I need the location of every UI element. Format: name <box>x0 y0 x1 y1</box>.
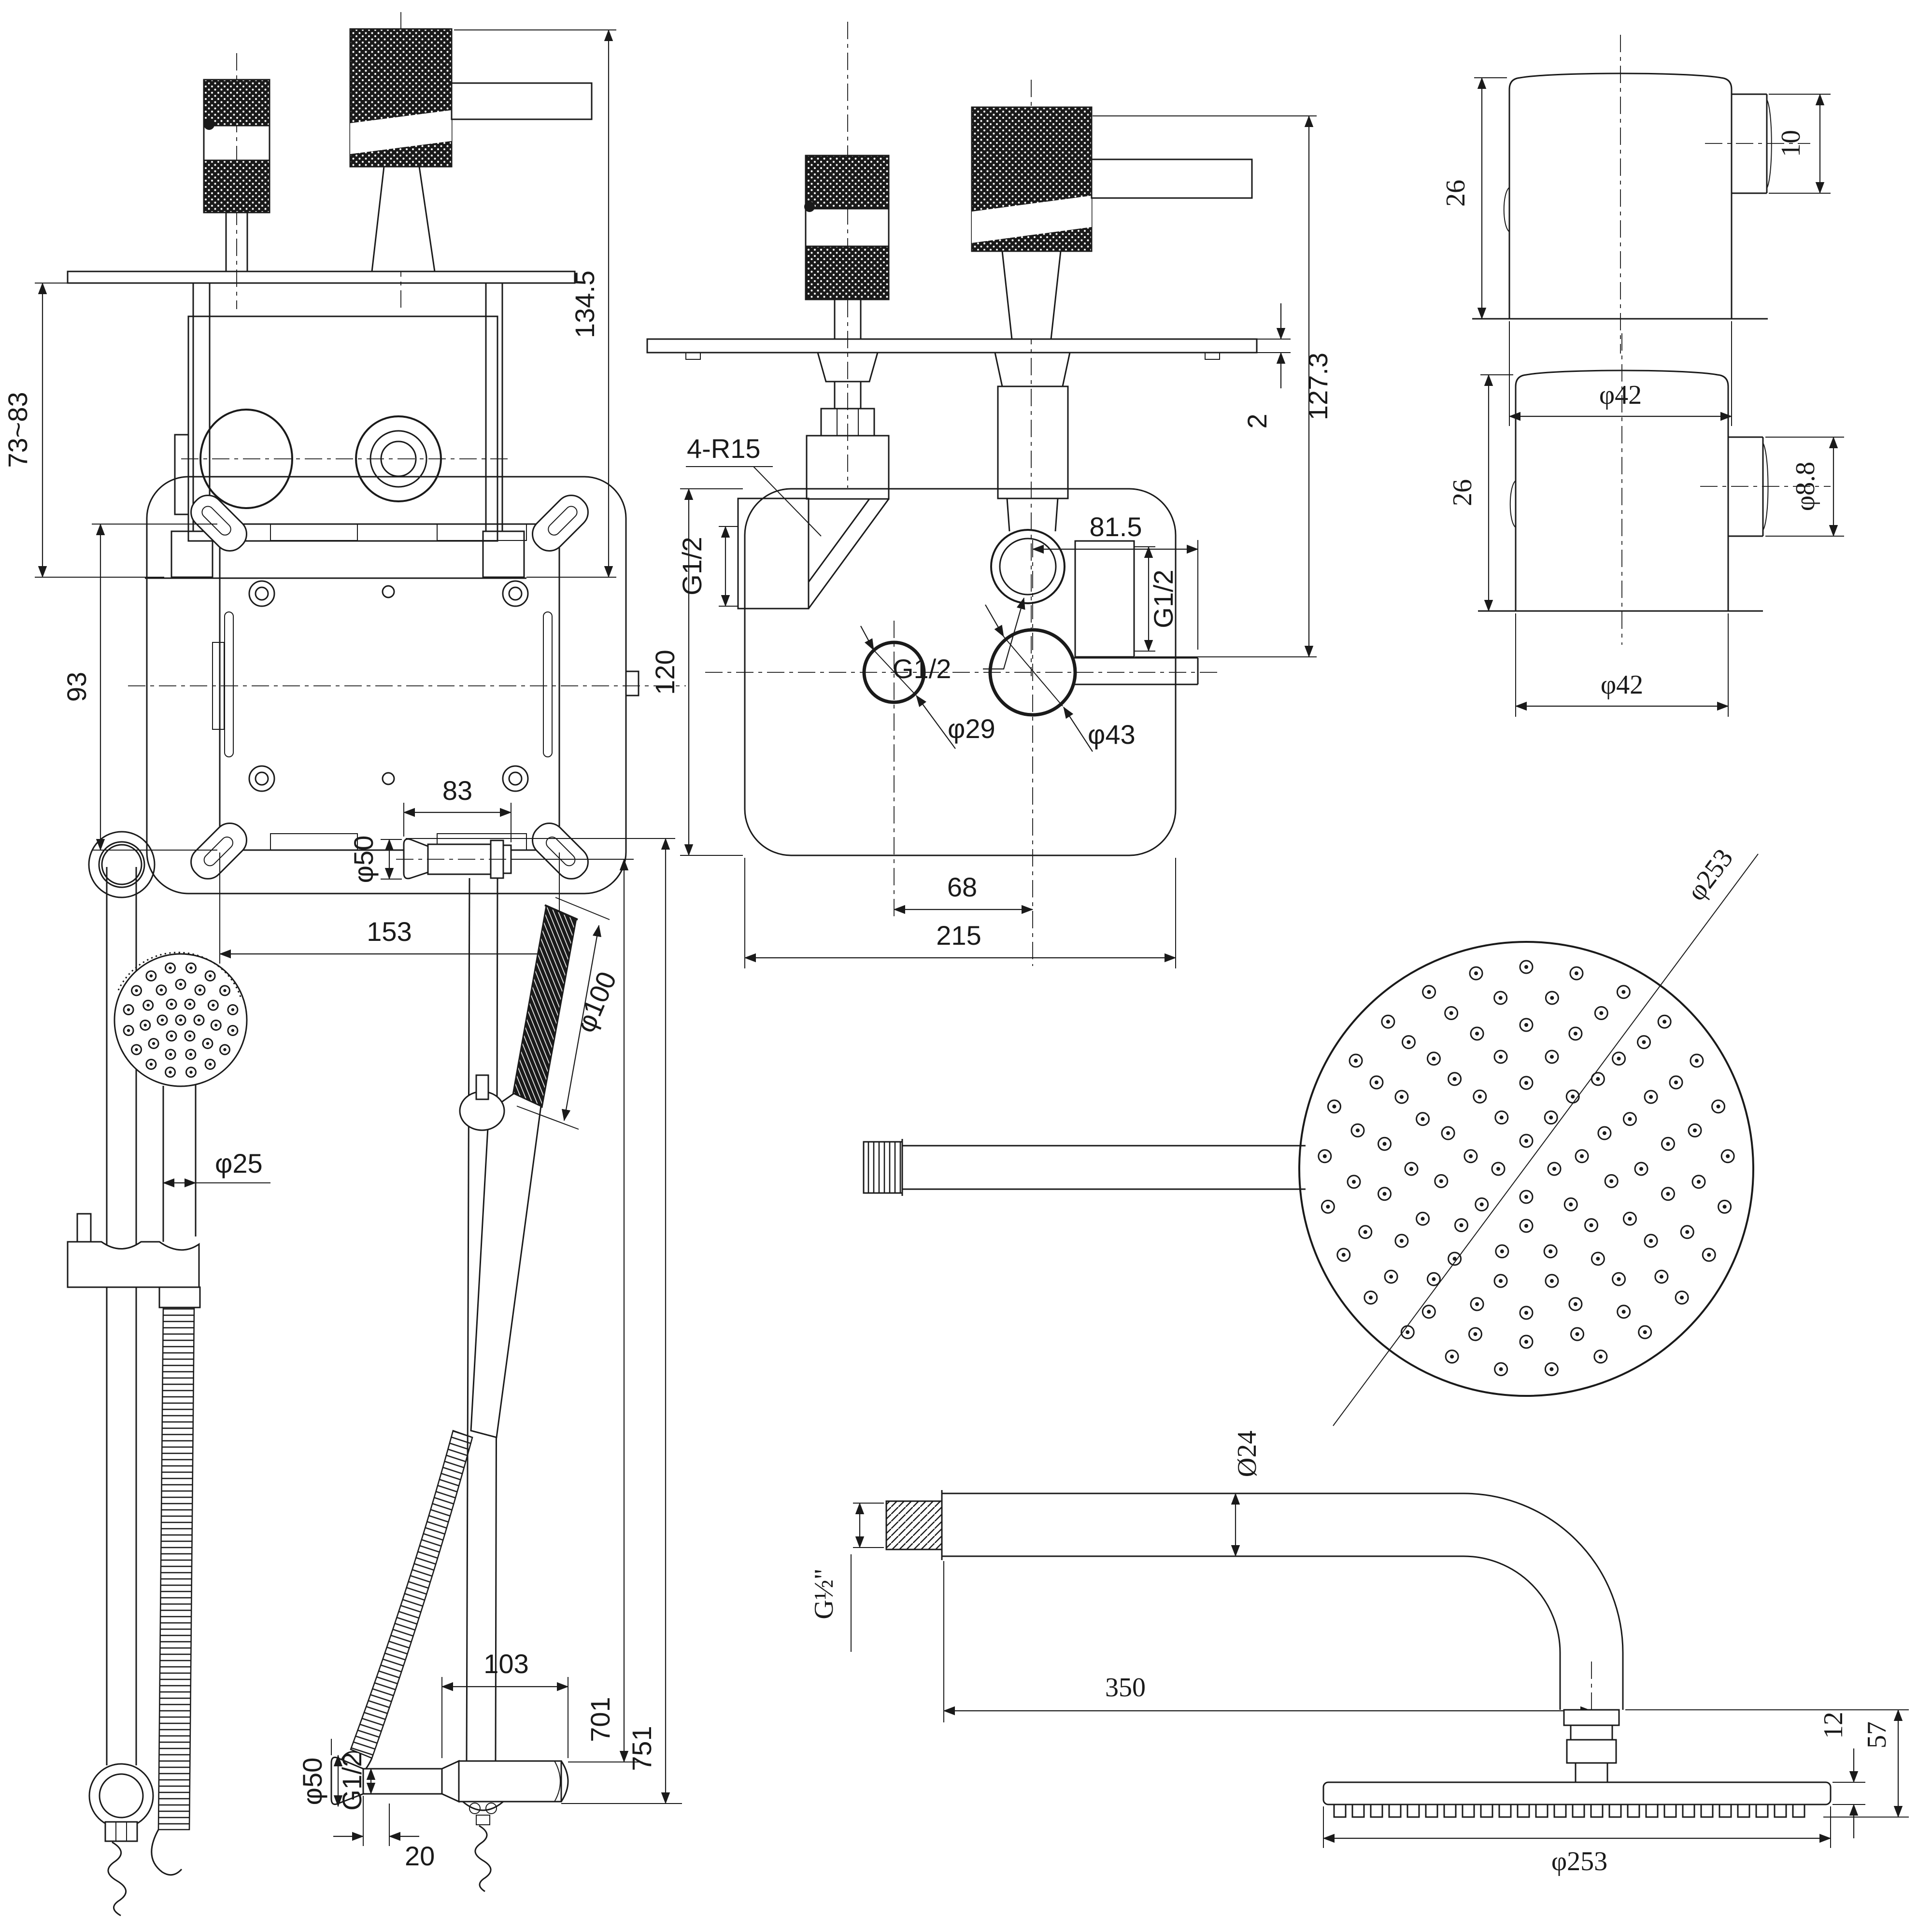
handset-spray-nozzles <box>123 962 239 1078</box>
shower-head-circle <box>1298 941 1754 1397</box>
hose-spring-guard-side <box>474 1825 492 1892</box>
shower-arm-inner <box>942 1555 1561 1710</box>
dim-handset-face: φ100 <box>570 967 623 1037</box>
hose-nut <box>158 1286 201 1308</box>
shower-head-nozzles <box>1318 960 1735 1377</box>
temperature-knob-side <box>805 155 890 210</box>
right-inlet-port <box>1074 540 1135 658</box>
rail-top-bracket-flange <box>403 838 429 880</box>
handle-section-bottom-view: 26 φ8.8 φ42 <box>1448 333 1844 717</box>
handset-spray-band <box>512 905 577 1108</box>
dim-valve-body-height: 73~83 <box>2 392 33 468</box>
hose-spring-guard <box>107 1841 127 1917</box>
side-outlet-stub <box>625 670 639 696</box>
cartridge-port-left <box>199 409 293 509</box>
dim-handle-depth-a: 26 <box>1441 180 1471 207</box>
dim-faceplate-height: 120 <box>650 650 680 695</box>
dim-arm-diameter: Ø24 <box>1232 1431 1262 1477</box>
label-corner-radius: 4-R15 <box>687 433 761 464</box>
dim-valve-side-height: 127.3 <box>1303 353 1333 420</box>
thermostat-body <box>806 435 890 500</box>
dim-head-diameter-top: φ253 <box>1681 843 1739 906</box>
wall-plate <box>67 270 576 284</box>
hose-swivel <box>460 1801 506 1811</box>
dim-top-flange: φ50 <box>348 836 379 883</box>
valve-front-view: 73~83 134.5 <box>2 12 616 579</box>
temperature-knob <box>203 79 270 127</box>
shower-hose-side <box>350 1430 473 1759</box>
label-inlet-left: G1/2 <box>677 537 707 595</box>
dim-thread: G1/2 <box>337 1752 367 1810</box>
dim-head-diameter-side: φ253 <box>1551 1847 1607 1876</box>
bracket-frame <box>219 523 560 851</box>
label-inlet-right: G1/2 <box>1148 569 1179 628</box>
bottom-outlet <box>990 529 1065 604</box>
arm-thread-top <box>863 1141 903 1194</box>
dim-valve-total-height: 134.5 <box>569 270 600 338</box>
dim-arm-length: 350 <box>1105 1673 1146 1703</box>
dim-plate-thickness: 2 <box>1242 413 1272 428</box>
dim-wall-gap: 20 <box>405 1841 435 1871</box>
rail-top-flange <box>88 831 156 898</box>
trim-faceplate-view: 4-R15 φ29 φ43 81.5 120 68 215 <box>650 433 1217 968</box>
dim-total-length: 751 <box>626 1726 657 1771</box>
shower-head-nozzle-row <box>1333 1804 1805 1818</box>
slider-bracket <box>67 1241 200 1288</box>
shower-head-disc <box>1322 1781 1832 1805</box>
dim-handle-offset: 81.5 <box>1090 511 1142 542</box>
slider-lock-pin <box>76 1213 92 1243</box>
lever-handle-side <box>1091 158 1253 199</box>
diameter-line <box>1333 853 1759 1426</box>
dim-bracket-length: 83 <box>442 775 472 806</box>
dim-small-hole: φ29 <box>948 713 995 744</box>
dim-handle-diameter-b: φ42 <box>1601 670 1643 700</box>
dim-bottom-flange: φ50 <box>297 1758 327 1805</box>
shower-hose <box>157 1307 195 1831</box>
valve-side-view: G1/2 G1/2 G1/2 2 127.3 <box>646 22 1333 684</box>
dim-stem-diameter: φ8.8 <box>1790 462 1820 511</box>
diverter-body <box>997 385 1069 499</box>
shower-head-top-view: φ253 <box>863 843 1759 1426</box>
dim-disc-thickness: 12 <box>1818 1712 1848 1739</box>
dim-rail-length: 701 <box>585 1697 615 1742</box>
lever-handle <box>451 82 593 120</box>
dim-backplate-width: 153 <box>367 916 412 947</box>
arm-thread-side <box>885 1500 943 1550</box>
dim-handle-diameter-a: φ42 <box>1599 380 1642 410</box>
mounting-backplate-view: 93 153 <box>61 476 686 964</box>
label-arm-thread: G½" <box>809 1568 839 1619</box>
wall-plate-side <box>646 338 1258 354</box>
slide-rail-side-view: 83 φ50 φ100 <box>297 775 682 1892</box>
rail-bottom-bracket-body <box>458 1760 562 1803</box>
dim-faceplate-width: 215 <box>936 920 981 951</box>
handle-stem-b <box>1762 442 1769 531</box>
screw-holes <box>248 580 529 792</box>
dim-hole-spacing: 68 <box>947 872 977 902</box>
dim-handle-depth-b: 26 <box>1448 479 1477 506</box>
shower-arm-side-view: G½" Ø24 350 12 57 <box>809 1431 1909 1876</box>
dim-backplate-height: 93 <box>61 672 92 702</box>
shower-arm-outer <box>942 1492 1624 1710</box>
dim-bottom-offset: 103 <box>483 1648 528 1679</box>
dim-rail-diameter: φ25 <box>215 1148 263 1179</box>
dim-large-hole: φ43 <box>1088 719 1136 750</box>
handle-section-top-view: 26 10 φ42 <box>1441 35 1831 426</box>
arm-connector <box>1563 1709 1620 1726</box>
handset-handle <box>470 1093 542 1438</box>
dim-drop-height: 57 <box>1862 1721 1892 1748</box>
slide-rail-front-view: φ25 <box>67 831 270 1917</box>
dim-stem-length: 10 <box>1776 130 1806 157</box>
left-inlet-port <box>737 497 810 610</box>
bracket-corner-lugs <box>190 495 589 880</box>
